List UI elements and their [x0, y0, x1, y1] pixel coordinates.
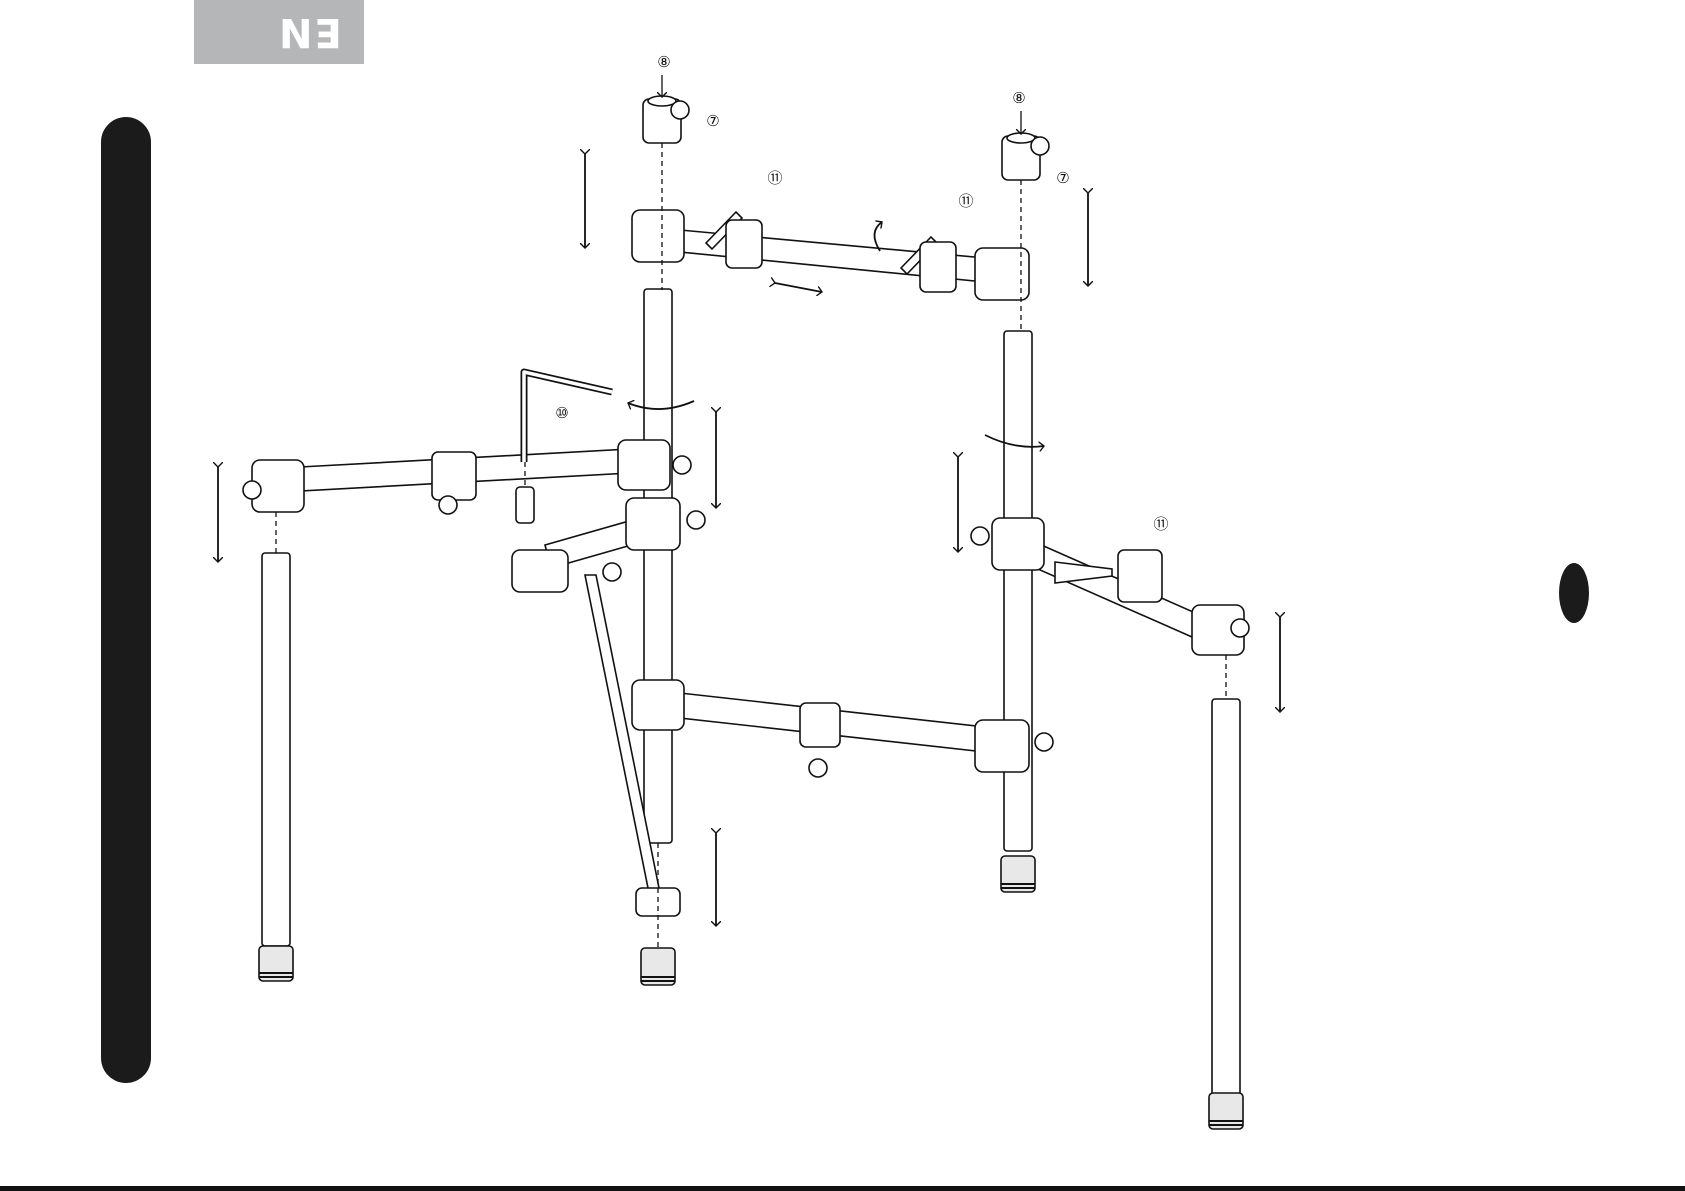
callout-7-left: ⑦ — [706, 112, 719, 130]
clamp-top-left — [632, 210, 684, 262]
wing-bolt — [1231, 619, 1249, 637]
clamp-lower-mid — [800, 703, 840, 747]
wing-bolt — [673, 456, 691, 474]
callout-8-left: ⑧ — [657, 53, 670, 71]
clamp-center-b — [626, 498, 680, 550]
wing-bolt — [971, 527, 989, 545]
clamp-right-pole — [992, 518, 1044, 570]
callout-11-right: ⑪ — [1153, 515, 1168, 533]
leg-left — [262, 553, 290, 946]
clamp-center-c — [512, 550, 568, 592]
pole-front-left — [644, 289, 672, 843]
wing-bolt — [243, 481, 261, 499]
arm-right — [1022, 540, 1200, 637]
spacer-part — [516, 487, 534, 523]
clamp-center-a — [618, 440, 670, 490]
wing-bolt — [1035, 733, 1053, 751]
wing-bolt — [439, 496, 457, 514]
wing-bolt — [809, 759, 827, 777]
callout-8-right: ⑧ — [1012, 89, 1025, 107]
clamp-top-center-right — [920, 242, 956, 292]
clamp-lower-right — [975, 720, 1029, 772]
callout-11-top-right: ⑪ — [958, 192, 973, 210]
callout-7-right: ⑦ — [1056, 169, 1069, 187]
pole-rear-right — [1004, 331, 1032, 851]
wing-bolt — [1031, 137, 1049, 155]
wing-bolt — [687, 511, 705, 529]
wing-bolt — [603, 563, 621, 581]
callout-11-top-left: ⑪ — [767, 169, 782, 187]
leg-right — [1212, 699, 1240, 1109]
foot-left — [259, 946, 293, 981]
clamp-lower-left — [632, 680, 684, 730]
clamp-right-arm — [1118, 550, 1162, 602]
wing-bolt — [671, 101, 689, 119]
clamp-left-mid — [432, 452, 476, 500]
callout-10: ⑩ — [555, 404, 568, 422]
foot-rear-right — [1001, 856, 1035, 892]
foot-front-left — [641, 948, 675, 985]
foot-right — [1209, 1093, 1243, 1129]
clamp-top-center-left — [726, 220, 762, 268]
